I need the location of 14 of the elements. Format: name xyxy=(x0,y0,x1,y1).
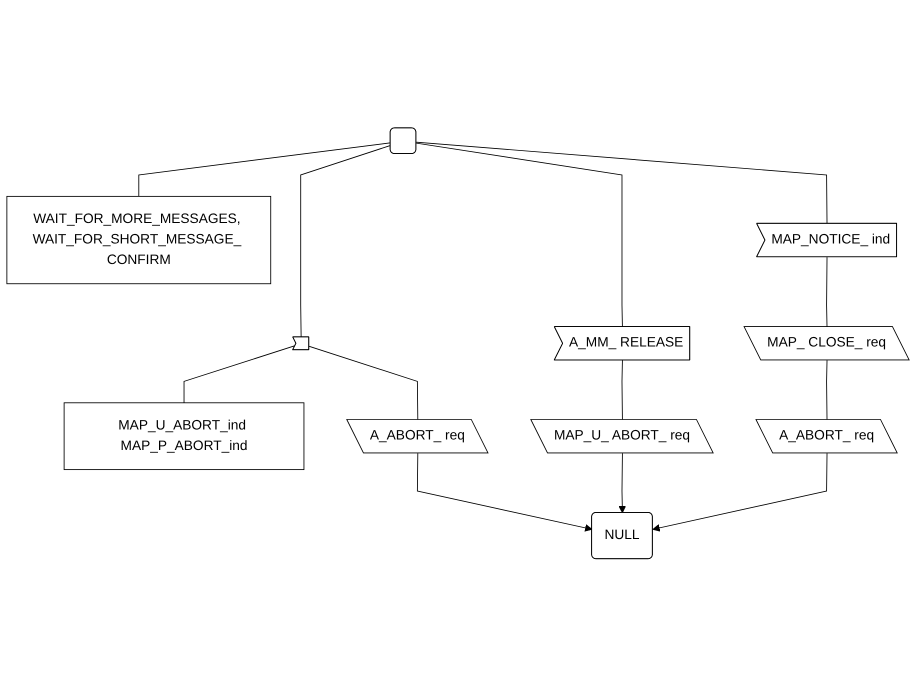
arrow xyxy=(416,452,592,532)
connector xyxy=(184,344,296,403)
connector xyxy=(308,346,418,420)
connector xyxy=(622,360,623,420)
connector xyxy=(138,142,392,197)
connector xyxy=(300,144,392,338)
connector xyxy=(826,256,828,328)
arrow xyxy=(618,452,626,513)
node-box: WAIT_FOR_MORE_MESSAGES, WAIT_FOR_SHORT_MESSAGE_ CONFIRM xyxy=(6,196,272,284)
connector xyxy=(416,142,623,328)
arrow xyxy=(652,452,828,532)
connector xyxy=(826,360,828,420)
node-box: MAP_U_ABORT_ind MAP_P_ABORT_ind xyxy=(64,402,304,470)
connector xyxy=(416,141,828,224)
